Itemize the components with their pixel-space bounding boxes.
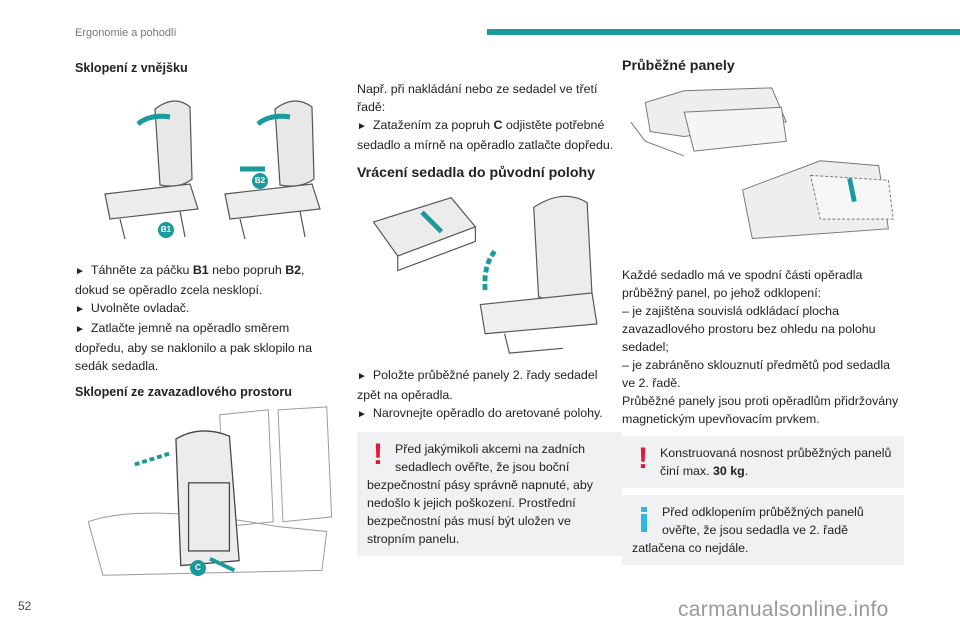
left-column: Sklopení z vnějšku B2 B1 ►Táhněte za páč… (75, 59, 340, 585)
intro-text: Např. při nakládání nebo ze sedadel ve t… (357, 80, 622, 154)
boot-fold-illustration: C (80, 405, 338, 585)
heading-fold-from-outside: Sklopení z vnějšku (75, 61, 188, 75)
header-accent-bar (487, 29, 960, 35)
warning-exclamation-icon: ! (638, 442, 648, 475)
intro-paragraph: Např. při nakládání nebo ze sedadel ve t… (357, 82, 598, 114)
bullet-strap-c: ►Zatažením za popruh C odjistěte potřebn… (357, 118, 614, 152)
through-panels-illustration (622, 83, 902, 258)
heading-through-panels: Průběžné panely (622, 58, 735, 74)
through-panels-text: Každé sedadlo má ve spodní části opěradl… (622, 266, 904, 428)
info-text: Před odklopením průběžných panelů ověřte… (632, 505, 864, 555)
return-instructions: ►Položte průběžné panely 2. řady sedadel… (357, 366, 622, 424)
right-column: Průběžné panely Každé sedadlo má ve spod… (622, 57, 904, 565)
bullet-arrow-icon: ► (357, 409, 367, 420)
bullet-arrow-icon: ► (75, 324, 85, 335)
callout-b1: B1 (158, 222, 174, 238)
fold-instructions: ►Táhněte za páčku B1 nebo popruh B2, dok… (75, 261, 340, 375)
panels-benefit-2: – je zabráněno sklouznutí předmětů pod s… (622, 358, 890, 390)
seat-fold-illustration: B2 B1 (80, 89, 335, 249)
warning-exclamation-icon: ! (373, 438, 383, 471)
load-limit-value: 30 kg (713, 464, 745, 478)
heading-return-seat: Vrácení sedadla do původní polohy (357, 165, 596, 181)
panels-benefit-1: – je zajištěna souvislá odkládací plocha… (622, 304, 876, 354)
callout-c: C (190, 560, 206, 576)
info-icon (640, 503, 662, 539)
heading-fold-from-boot: Sklopení ze zavazadlového prostoru (75, 385, 292, 399)
load-warning-box: ! Konstruovaná nosnost průběžných panelů… (622, 436, 904, 488)
bullet-release: ►Uvolněte ovladač. (75, 301, 190, 315)
seat-return-illustration (365, 188, 615, 358)
bullet-arrow-icon: ► (357, 121, 367, 132)
bullet-pull-lever: ►Táhněte za páčku B1 nebo popruh B2, dok… (75, 263, 305, 297)
panels-description: Každé sedadlo má ve spodní části opěradl… (622, 268, 863, 300)
callout-b2: B2 (252, 173, 268, 189)
bullet-lay-panels: ►Položte průběžné panely 2. řady sedadel… (357, 368, 598, 402)
bullet-arrow-icon: ► (75, 266, 85, 277)
middle-column: Např. při nakládání nebo ze sedadel ve t… (357, 80, 622, 556)
load-warning-end: . (744, 464, 749, 478)
load-warning-text: Konstruovaná nosnost průběžných panelů č… (660, 446, 892, 478)
seatbelt-warning-box: ! Před jakýmikoli akcemi na zadních seda… (357, 432, 622, 556)
info-box: Před odklopením průběžných panelů ověřte… (622, 495, 904, 565)
section-title: Ergonomie a pohodlí (75, 27, 177, 39)
warning-text: Před jakýmikoli akcemi na zadních sedadl… (367, 442, 593, 546)
bullet-push: ►Zatlačte jemně na opěradlo směrem dopře… (75, 321, 312, 373)
watermark: carmanualsonline.info (678, 598, 889, 621)
page-number: 52 (18, 599, 32, 613)
bullet-arrow-icon: ► (357, 371, 367, 382)
panels-magnet-note: Průběžné panely jsou proti opěradlům při… (622, 394, 899, 426)
bullet-arrow-icon: ► (75, 304, 85, 315)
bullet-straighten: ►Narovnejte opěradlo do aretované polohy… (357, 406, 603, 420)
